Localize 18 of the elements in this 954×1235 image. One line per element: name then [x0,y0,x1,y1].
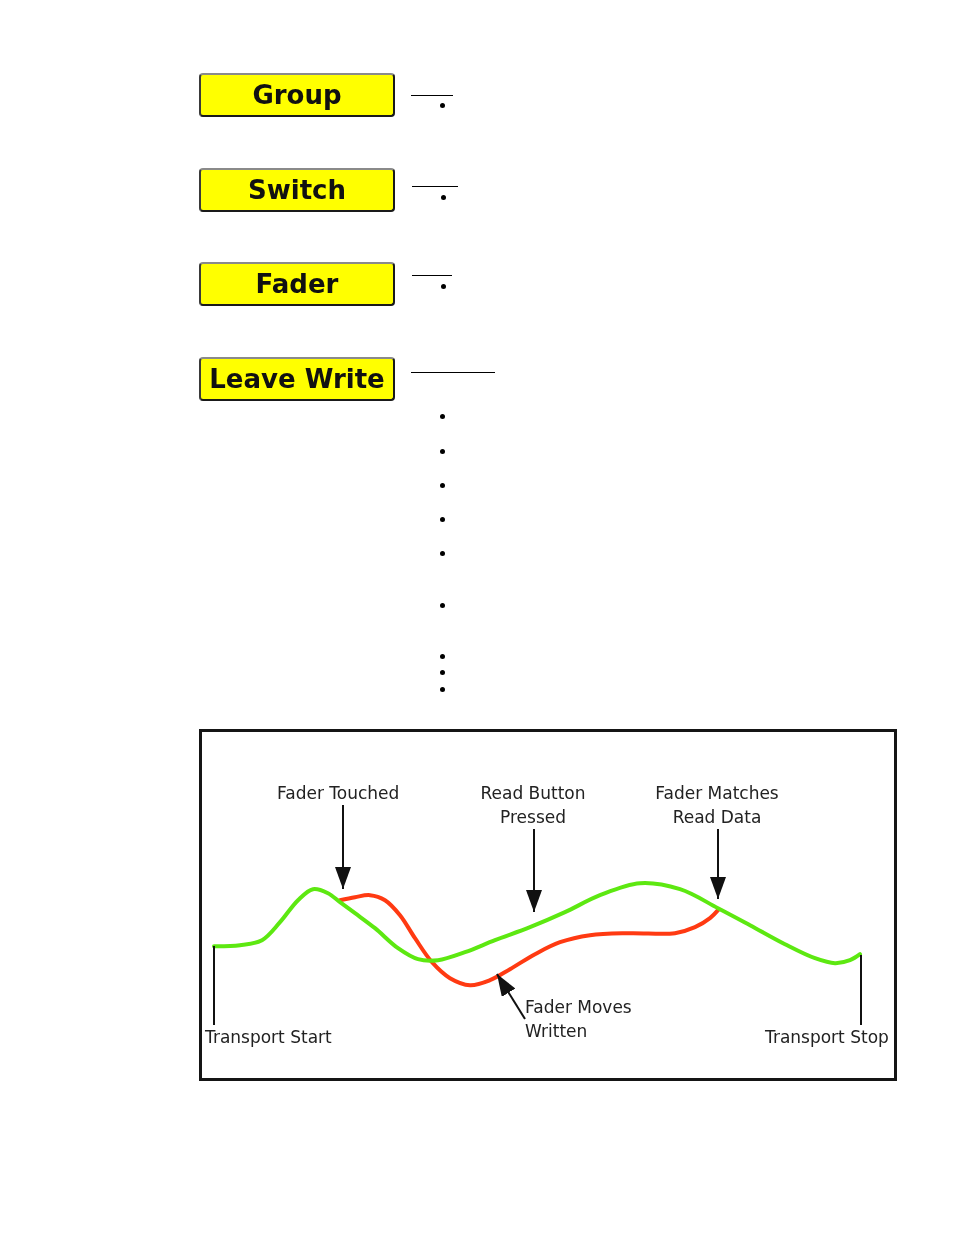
annotation-label: Fader Touched [277,781,400,805]
button: Switch [199,168,395,212]
arrow [335,804,351,890]
annotation-label: Read Button Pressed [475,781,591,829]
button: Fader [199,262,395,306]
leader-line [213,945,215,1026]
arrow [526,828,542,913]
arrow [710,828,726,900]
leader-line [860,954,862,1026]
diagram-panel [199,729,897,1081]
curve-drawing [212,880,862,987]
annotation-label: Fader Matches Read Data [652,781,782,829]
annotation-label: Transport Stop [765,1025,889,1049]
button: Group [199,73,395,117]
annotation-label: Fader Moves Written [525,995,639,1043]
annotation-label: Transport Start [205,1025,332,1049]
arrow [496,973,526,1020]
button: Leave Write [199,357,395,401]
